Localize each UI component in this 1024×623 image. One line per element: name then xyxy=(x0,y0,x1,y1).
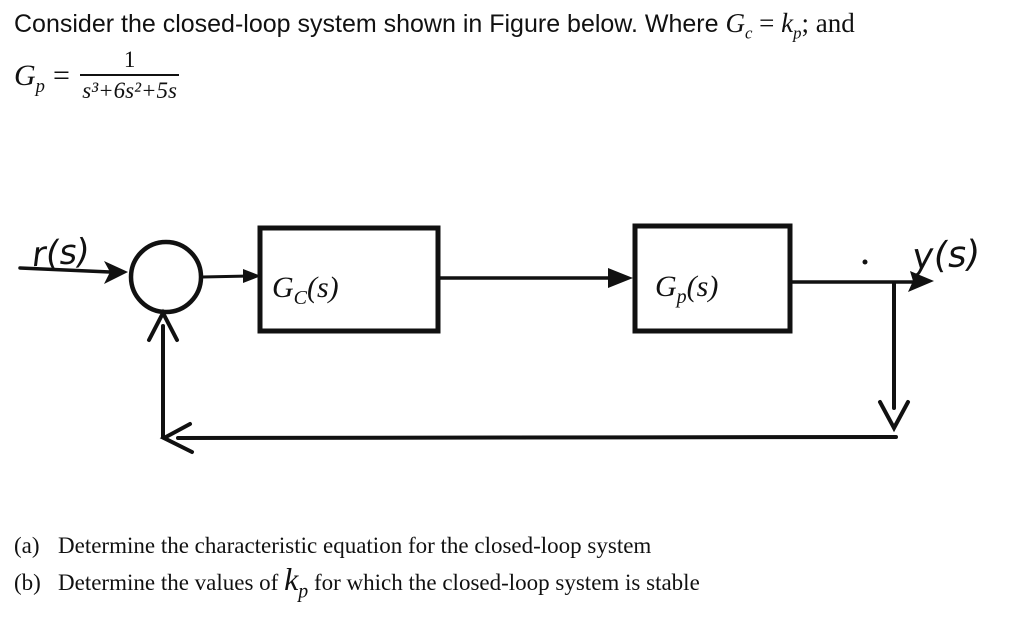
equals-sign: = xyxy=(52,58,70,92)
summing-junction xyxy=(128,239,204,315)
equals-sign: = xyxy=(759,8,775,38)
gp-equation: Gp = 1 s³+6s²+5s xyxy=(14,47,855,105)
input-arrowhead xyxy=(104,261,128,284)
feedback-down-arrowhead xyxy=(878,400,910,433)
gc-subscript: c xyxy=(744,23,753,43)
questions-list: (a) Determine the characteristic equatio… xyxy=(14,533,700,603)
statement-tail: ; and xyxy=(801,8,855,38)
statement-line-1: Consider the closed-loop system shown in… xyxy=(14,8,855,41)
statement-text: Consider the closed-loop system shown in… xyxy=(14,10,726,38)
feedback-bottom-line xyxy=(176,435,898,440)
input-signal-label: r(s) xyxy=(31,231,92,275)
question-a: (a) Determine the characteristic equatio… xyxy=(14,533,700,559)
problem-statement: Consider the closed-loop system shown in… xyxy=(14,8,855,105)
controller-block xyxy=(257,225,441,334)
kp-symbol: k xyxy=(781,8,794,38)
controller-block-label: GC(s) xyxy=(272,271,339,309)
output-signal-label: y(s) xyxy=(910,233,981,278)
question-b-marker: (b) xyxy=(14,570,41,595)
gc-equation: Gc = kp; and xyxy=(725,8,855,41)
ink-dot xyxy=(862,259,868,265)
plant-block xyxy=(632,223,793,334)
plant-block-label: Gp(s) xyxy=(655,270,718,308)
plant-input-arrowhead xyxy=(608,268,633,288)
question-a-text: Determine the characteristic equation fo… xyxy=(58,533,652,558)
feedback-up-arrowhead xyxy=(147,308,179,342)
output-arrowhead xyxy=(908,271,934,292)
fraction-denominator: s³+6s²+5s xyxy=(82,78,177,104)
question-b-text: Determine the values of kp for which the… xyxy=(58,561,700,603)
junction-to-controller-line xyxy=(200,274,252,279)
gp-fraction: 1 s³+6s²+5s xyxy=(79,47,180,105)
kp-symbol: kp xyxy=(284,561,309,603)
question-b: (b) Determine the values of kp for which… xyxy=(14,561,700,603)
gc-symbol: G xyxy=(725,8,745,38)
question-a-marker: (a) xyxy=(14,533,40,558)
kp-subscript: p xyxy=(793,23,802,43)
fraction-numerator: 1 xyxy=(79,47,180,77)
controller-input-arrowhead xyxy=(243,269,261,283)
gp-symbol: Gp xyxy=(14,58,45,97)
input-line xyxy=(18,266,112,274)
